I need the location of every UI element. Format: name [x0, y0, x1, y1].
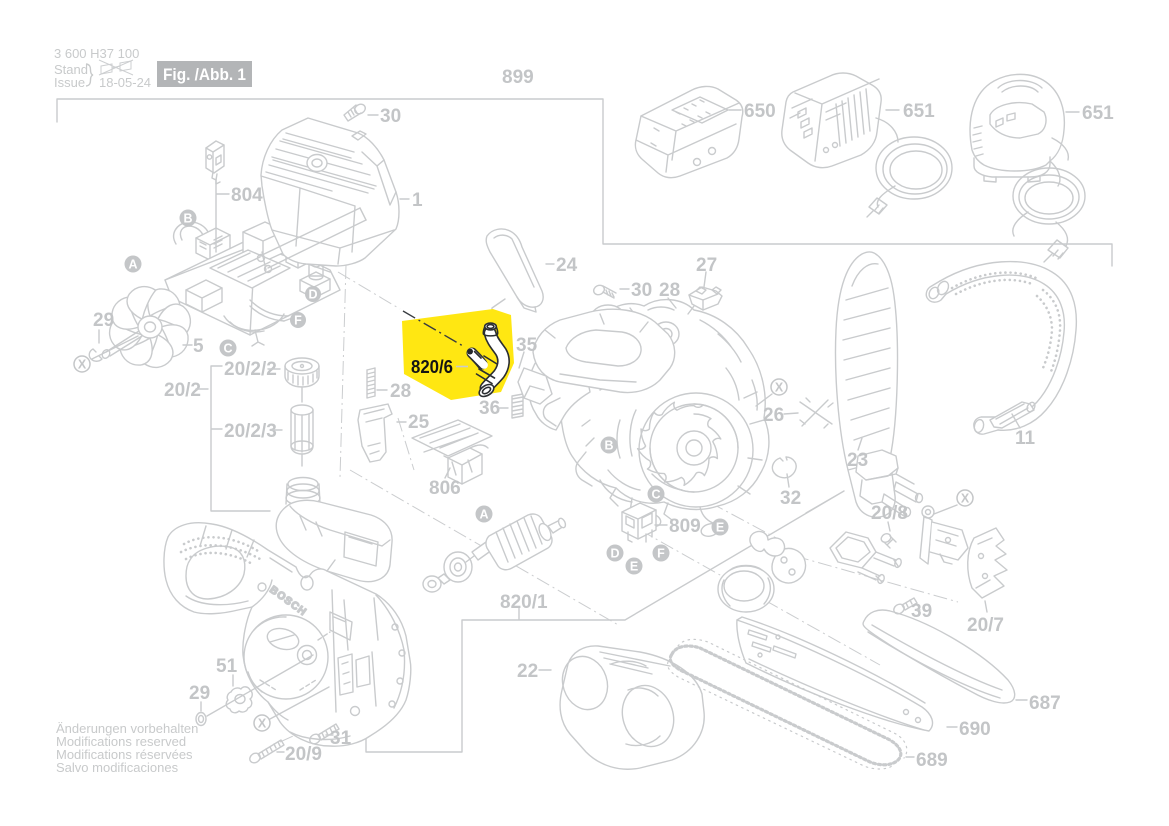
svg-text:820/1: 820/1 [500, 592, 548, 613]
svg-text:B: B [183, 212, 192, 226]
svg-text:809: 809 [669, 516, 701, 537]
svg-text:C: C [651, 488, 660, 502]
svg-text:3 600 H37 100: 3 600 H37 100 [54, 46, 139, 61]
svg-text:18-05-24: 18-05-24 [99, 75, 151, 90]
svg-text:806: 806 [429, 478, 461, 499]
svg-text:F: F [657, 547, 665, 561]
svg-text:28: 28 [390, 381, 411, 402]
svg-text:20/9: 20/9 [285, 744, 322, 765]
svg-text:20/7: 20/7 [967, 615, 1004, 636]
svg-text:X: X [258, 717, 267, 731]
svg-text:Modifications réservées: Modifications réservées [56, 747, 193, 762]
svg-text:C: C [223, 342, 232, 356]
svg-text:36: 36 [479, 398, 500, 419]
svg-text:X: X [775, 381, 784, 395]
svg-text:35: 35 [516, 335, 538, 356]
svg-text:Modifications reserved: Modifications reserved [56, 734, 186, 749]
svg-text:B: B [604, 439, 613, 453]
svg-text:20/8: 20/8 [871, 503, 908, 524]
svg-text:899: 899 [502, 67, 534, 88]
svg-text:27: 27 [696, 255, 717, 276]
svg-text:24: 24 [556, 255, 578, 276]
svg-text:20/2: 20/2 [164, 380, 201, 401]
svg-text:32: 32 [780, 488, 801, 509]
svg-text:Issue: Issue [54, 75, 85, 90]
svg-text:31: 31 [330, 728, 352, 749]
svg-text:5: 5 [193, 336, 204, 357]
svg-text:650: 650 [744, 101, 776, 122]
svg-text:820/6: 820/6 [411, 356, 453, 377]
svg-text:1: 1 [412, 190, 423, 211]
svg-text:690: 690 [959, 719, 991, 740]
svg-text:39: 39 [911, 601, 932, 622]
svg-text:30: 30 [631, 280, 652, 301]
svg-text:29: 29 [93, 310, 114, 331]
svg-text:11: 11 [1015, 428, 1036, 449]
svg-text:D: D [610, 547, 619, 561]
svg-text:28: 28 [659, 280, 680, 301]
svg-text:26: 26 [763, 405, 784, 426]
svg-text:F: F [294, 314, 302, 328]
svg-text:A: A [479, 508, 488, 522]
svg-text:D: D [308, 288, 317, 302]
svg-text:Stand: Stand [54, 62, 88, 77]
svg-text:51: 51 [216, 656, 238, 677]
svg-text:E: E [630, 560, 638, 574]
svg-text:X: X [961, 492, 970, 506]
svg-text:20/2/2: 20/2/2 [224, 359, 277, 380]
svg-text:Fig. /Abb. 1: Fig. /Abb. 1 [163, 65, 246, 84]
svg-text:Änderungen vorbehalten: Änderungen vorbehalten [56, 721, 198, 736]
svg-text:25: 25 [408, 412, 430, 433]
svg-text:E: E [716, 521, 724, 535]
svg-text:804: 804 [231, 185, 263, 206]
svg-text:651: 651 [903, 101, 935, 122]
svg-text:23: 23 [847, 450, 868, 471]
svg-text:Salvo modificaciones: Salvo modificaciones [56, 760, 179, 775]
svg-text:30: 30 [380, 106, 401, 127]
svg-text:687: 687 [1029, 693, 1061, 714]
svg-text:29: 29 [189, 683, 210, 704]
svg-text:20/2/3: 20/2/3 [224, 421, 277, 442]
svg-text:22: 22 [517, 661, 538, 682]
svg-text:689: 689 [916, 750, 948, 771]
svg-text:X: X [78, 358, 87, 372]
svg-text:A: A [128, 258, 137, 272]
svg-text:651: 651 [1082, 103, 1114, 124]
